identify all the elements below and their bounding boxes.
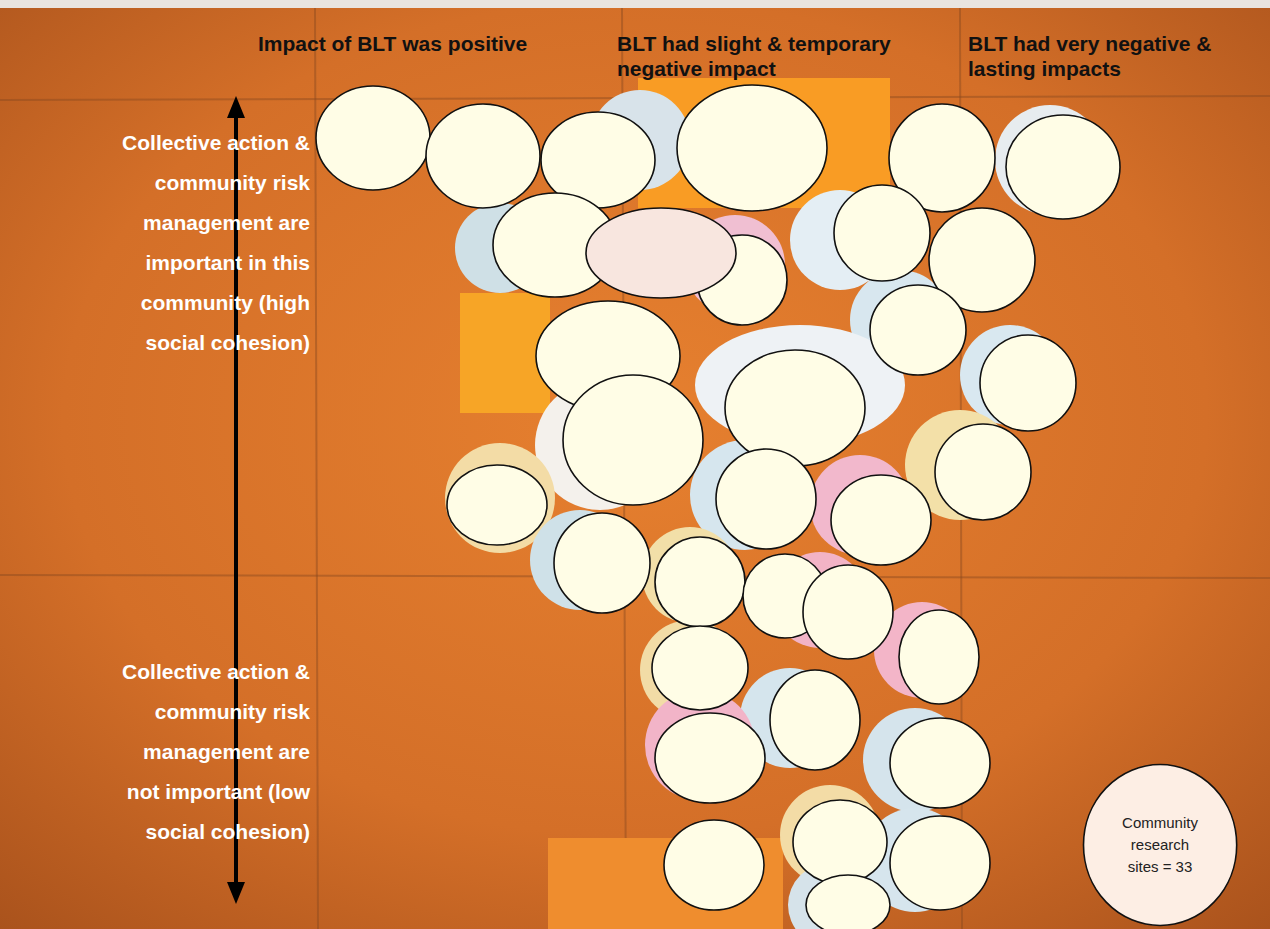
column-heading: Impact of BLT was positive [258, 31, 598, 56]
column-heading: BLT had slight & temporary negative impa… [617, 31, 962, 81]
legend-text: Community research sites = 33 [1117, 812, 1203, 877]
column-heading: BLT had very negative & lasting impacts [968, 31, 1260, 81]
legend-circle: Community research sites = 33 [1082, 763, 1238, 927]
axis-label: Collective action & community risk manag… [110, 652, 310, 852]
axis-label: Collective action & community risk manag… [110, 123, 310, 363]
